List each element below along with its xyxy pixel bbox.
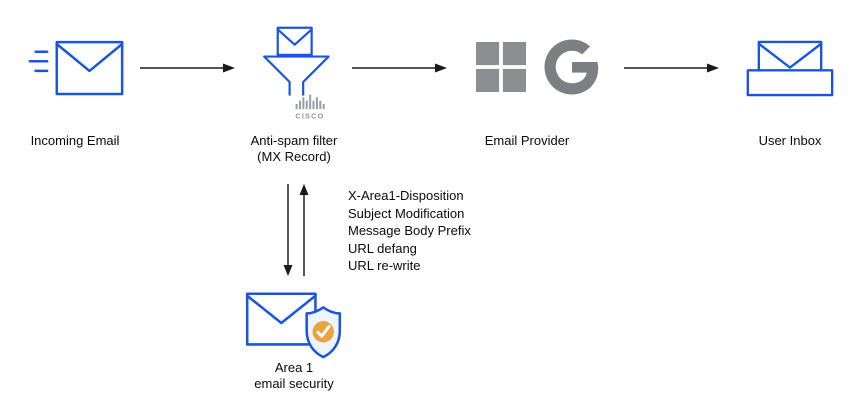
user-inbox-icon xyxy=(746,40,834,97)
flow-arrow-3 xyxy=(624,63,719,73)
user-inbox-label: User Inbox xyxy=(758,133,822,148)
flow-arrow-1 xyxy=(140,63,235,73)
area1-email-security-icon xyxy=(245,292,342,359)
annotation-line: URL defang xyxy=(348,240,417,256)
incoming-email-label: Incoming Email xyxy=(30,133,120,148)
inbox-tray-icon xyxy=(746,69,834,97)
annotation-line: X-Area1-Disposition xyxy=(348,188,464,203)
annotation-line: URL re-write xyxy=(348,258,421,273)
anti-spam-label-line2: (MX Record) xyxy=(257,149,331,164)
google-logo xyxy=(544,39,599,95)
annotation-line: Message Body Prefix xyxy=(348,223,471,238)
cisco-logo: CISCO xyxy=(287,94,332,121)
bidirectional-arrows xyxy=(283,184,309,276)
incoming-email-icon xyxy=(28,40,124,96)
area1-label: Area 1 email security xyxy=(234,360,354,392)
area1-label-line2: email security xyxy=(254,376,334,391)
anti-spam-label: Anti-spam filter (MX Record) xyxy=(232,133,356,165)
anti-spam-label-line1: Anti-spam filter xyxy=(250,133,338,148)
shield-check-icon xyxy=(305,306,342,359)
down-arrow xyxy=(283,184,293,276)
up-arrow xyxy=(299,184,309,276)
area1-label-line1: Area 1 xyxy=(274,360,314,375)
anti-spam-filter-icon: CISCO xyxy=(263,26,332,121)
email-provider-label: Email Provider xyxy=(484,133,570,148)
cisco-logo-text: CISCO xyxy=(295,111,324,120)
flow-arrow-2 xyxy=(352,63,447,73)
annotation-line: Subject Modification xyxy=(348,205,465,221)
microsoft-logo xyxy=(476,42,526,92)
disposition-annotations: X-Area1-Disposition Subject Modification… xyxy=(348,187,548,275)
